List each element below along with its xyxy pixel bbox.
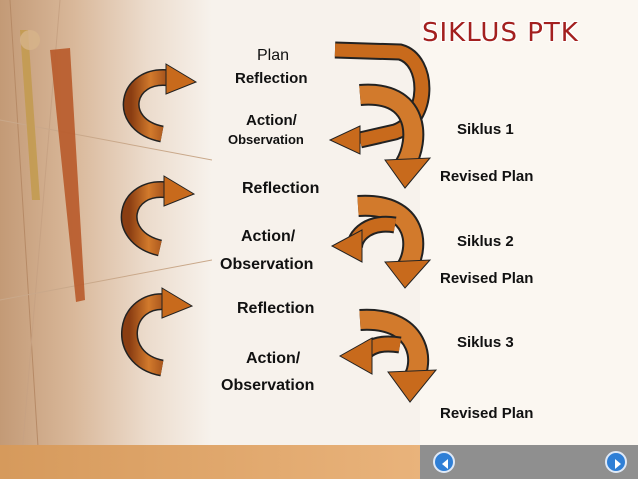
chevron-right-icon	[615, 459, 621, 469]
left-loop-arrow-1	[122, 63, 198, 143]
revised-arrow-1	[359, 83, 432, 189]
label-action-2: Action/	[241, 228, 296, 245]
label-action-1: Action/	[246, 112, 297, 129]
label-observation-3: Observation	[221, 377, 315, 394]
action-arrow-3	[338, 335, 402, 375]
label-plan: Plan	[257, 47, 290, 64]
revised-arrow-3	[359, 308, 438, 403]
chevron-left-icon	[442, 459, 448, 469]
nav-bar	[420, 445, 638, 479]
drafting-tools-decor	[0, 0, 213, 479]
label-observation-1: Observation	[228, 132, 304, 147]
slide-title: SIKLUS PTK	[422, 18, 579, 48]
revised-plan-1: Revised Plan	[440, 168, 534, 185]
next-slide-button[interactable]	[605, 451, 627, 473]
revised-plan-3: Revised Plan	[440, 405, 534, 422]
plan-arrow	[328, 41, 431, 155]
action-arrow-2	[330, 215, 397, 263]
label-reflection-1: Reflection	[235, 70, 308, 87]
label-reflection-3: Reflection	[237, 300, 315, 317]
label-observation-2: Observation	[220, 256, 314, 273]
revised-plan-2: Revised Plan	[440, 270, 534, 287]
bottom-accent-strip	[0, 445, 420, 479]
label-reflection-2: Reflection	[242, 180, 320, 197]
siklus-1-label: Siklus 1	[457, 121, 514, 138]
revised-arrow-2	[357, 194, 432, 289]
right-panel	[420, 0, 638, 445]
left-loop-arrow-3	[121, 287, 194, 377]
left-loop-arrow-2	[120, 175, 196, 257]
prev-slide-button[interactable]	[433, 451, 455, 473]
label-action-3: Action/	[246, 350, 301, 367]
siklus-3-label: Siklus 3	[457, 334, 514, 351]
siklus-2-label: Siklus 2	[457, 233, 514, 250]
